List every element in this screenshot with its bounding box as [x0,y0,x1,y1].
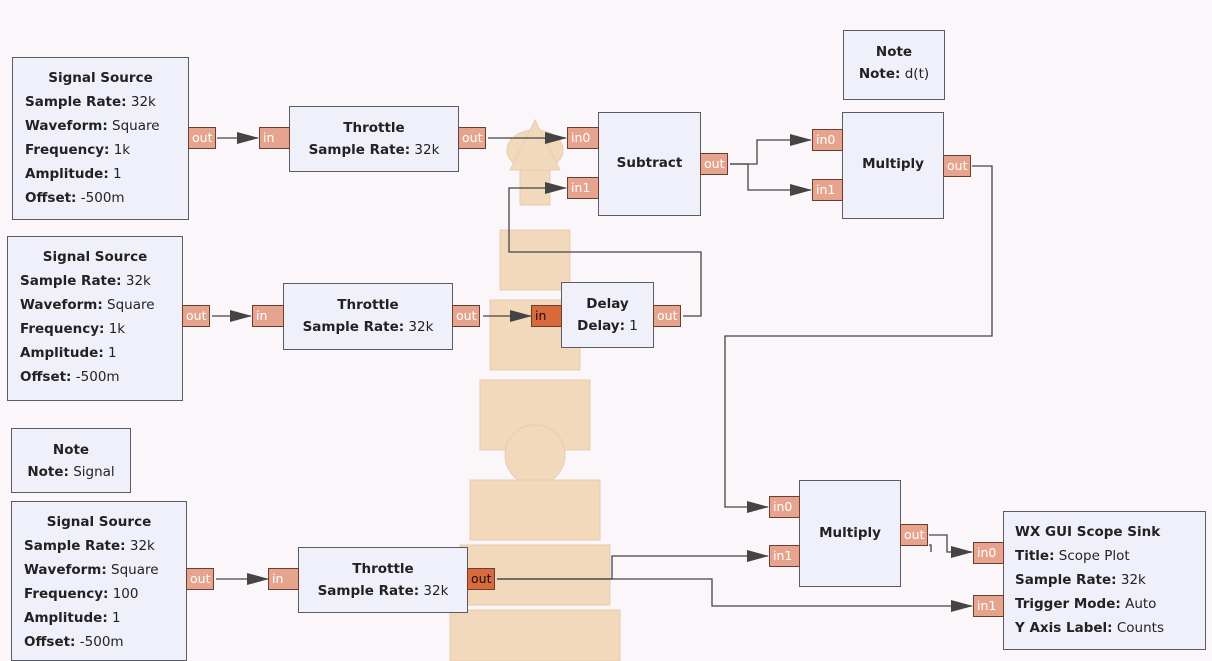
block-title: Throttle [337,297,399,313]
param-sample-rate: Sample Rate: 32k [24,538,155,554]
param-sample-rate: Sample Rate: 32k [25,94,156,110]
note-block-dt[interactable]: Note Note: d(t) [843,30,945,100]
port-in[interactable]: in [531,305,562,327]
param-sample-rate: Sample Rate: 32k [302,319,434,335]
param-note: Note: Signal [27,464,115,480]
port-in0[interactable]: in0 [769,496,800,518]
param-title: Title: Scope Plot [1015,548,1130,564]
delay-block[interactable]: Delay Delay: 1 [561,282,654,348]
param-frequency: Frequency: 1k [25,142,131,158]
block-title: Delay [586,296,629,312]
signal-source-block-3[interactable]: Signal Source Sample Rate: 32k Waveform:… [11,501,187,661]
port-in1[interactable]: in1 [812,179,843,201]
throttle-block-1[interactable]: Throttle Sample Rate: 32k [289,106,459,172]
port-out[interactable]: out [186,568,215,590]
multiply-block-1[interactable]: Multiply [842,112,944,219]
port-in1[interactable]: in1 [769,545,800,567]
param-waveform: Waveform: Square [24,562,159,578]
block-title: Multiply [862,156,924,172]
param-waveform: Waveform: Square [20,297,155,313]
param-note: Note: d(t) [858,66,930,82]
param-trigger-mode: Trigger Mode: Auto [1015,596,1157,612]
block-title: Multiply [819,525,881,541]
param-amplitude: Amplitude: 1 [25,166,122,182]
param-amplitude: Amplitude: 1 [24,610,121,626]
param-sample-rate: Sample Rate: 32k [308,142,440,158]
param-delay: Delay: 1 [577,318,638,334]
param-frequency: Frequency: 1k [20,321,126,337]
block-title: Throttle [343,120,405,136]
note-block-signal[interactable]: Note Note: Signal [11,428,131,493]
port-out[interactable]: out [943,155,972,177]
port-out[interactable]: out [653,305,682,327]
param-offset: Offset: -500m [24,634,124,650]
block-title: Throttle [352,561,414,577]
port-out[interactable]: out [452,305,481,327]
signal-source-block-1[interactable]: Signal Source Sample Rate: 32k Waveform:… [12,57,189,220]
port-in0[interactable]: in0 [812,129,843,151]
param-waveform: Waveform: Square [25,118,160,134]
param-amplitude: Amplitude: 1 [20,345,117,361]
throttle-block-2[interactable]: Throttle Sample Rate: 32k [283,283,453,350]
block-title: Signal Source [48,70,153,86]
block-title: Subtract [616,155,683,171]
param-sample-rate: Sample Rate: 32k [1015,572,1146,588]
param-frequency: Frequency: 100 [24,586,139,602]
param-y-axis-label: Y Axis Label: Counts [1015,620,1164,636]
param-offset: Offset: -500m [20,369,120,385]
multiply-block-2[interactable]: Multiply [799,480,901,587]
port-out[interactable]: out [458,127,487,149]
param-sample-rate: Sample Rate: 32k [20,273,151,289]
port-in[interactable]: in [259,127,290,149]
port-out[interactable]: out [182,305,211,327]
param-offset: Offset: -500m [25,190,125,206]
port-in1[interactable]: in1 [973,595,1004,617]
port-in0[interactable]: in0 [567,127,599,149]
param-sample-rate: Sample Rate: 32k [317,583,449,599]
block-title: WX GUI Scope Sink [1015,524,1161,540]
port-out[interactable]: out [700,153,729,175]
scope-sink-block[interactable]: WX GUI Scope Sink Title: Scope Plot Samp… [1003,511,1206,650]
port-in0[interactable]: in0 [973,542,1004,564]
port-out[interactable]: out [188,127,217,149]
port-in1[interactable]: in1 [567,177,599,199]
port-in[interactable]: in [252,305,284,327]
port-out[interactable]: out [467,568,496,590]
port-out[interactable]: out [900,524,929,546]
signal-source-block-2[interactable]: Signal Source Sample Rate: 32k Waveform:… [7,236,183,401]
block-title: Note [875,44,913,60]
block-title: Signal Source [46,514,152,530]
port-in[interactable]: in [268,568,299,590]
subtract-block[interactable]: Subtract [598,112,701,216]
throttle-block-3[interactable]: Throttle Sample Rate: 32k [298,547,468,613]
block-title: Note [52,442,90,458]
block-title: Signal Source [42,249,148,265]
